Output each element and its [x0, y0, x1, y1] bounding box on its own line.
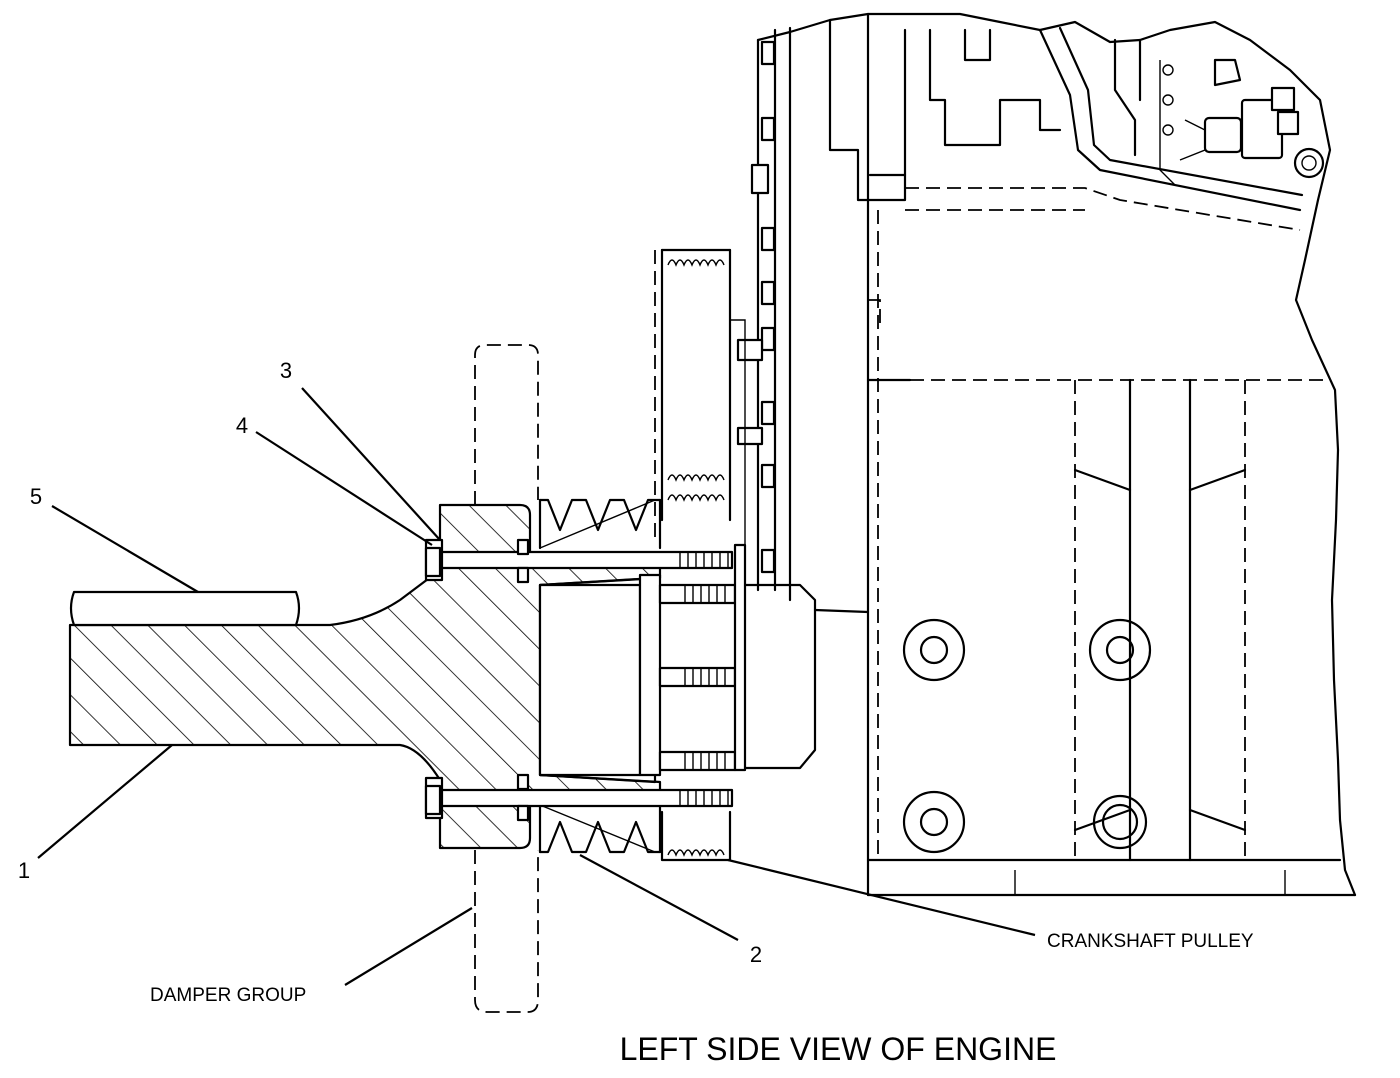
engine-bosses	[902, 618, 1152, 854]
damper-bolts	[424, 538, 747, 822]
crankshaft-pulley-label: CRANKSHAFT PULLEY	[1047, 931, 1254, 952]
callout-1: 1	[18, 858, 30, 883]
callout-2: 2	[750, 942, 762, 967]
leader-lines	[37, 387, 1036, 986]
damper-group	[474, 344, 539, 1013]
crankshaft-pulley	[654, 248, 746, 862]
callout-4: 4	[236, 413, 248, 438]
v-belt-pulley	[538, 498, 662, 854]
engine-block	[736, 12, 1357, 897]
figure-title: LEFT SIDE VIEW OF ENGINE	[620, 1031, 1057, 1067]
damper-group-label: DAMPER GROUP	[150, 985, 306, 1006]
sensor-cluster	[1162, 58, 1325, 179]
callout-5: 5	[30, 484, 42, 509]
front-plate-bolts	[736, 40, 776, 574]
callout-3: 3	[280, 358, 292, 383]
